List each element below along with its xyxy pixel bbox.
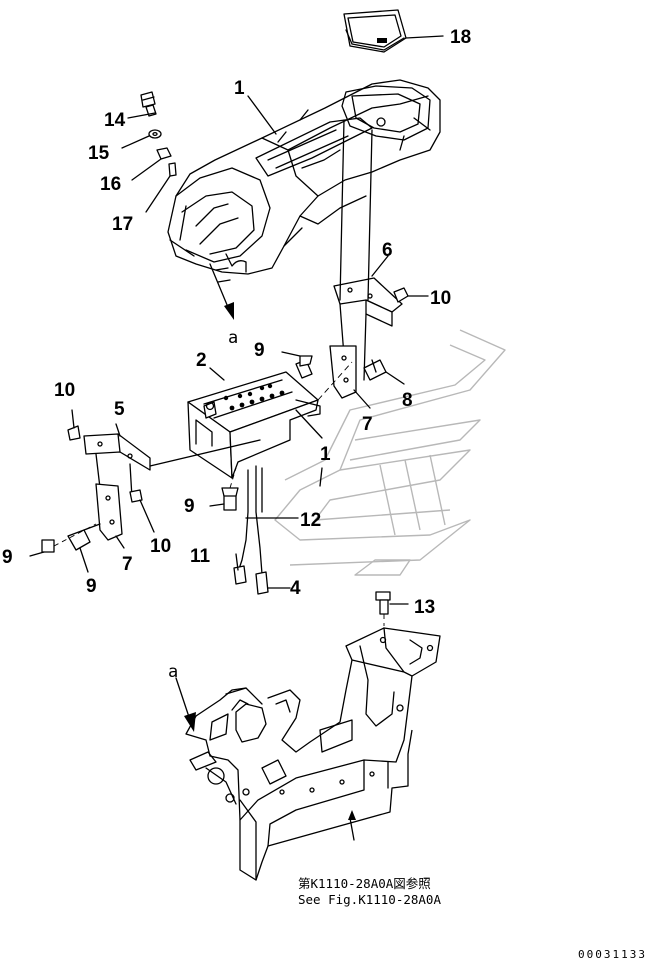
clip-part-10a xyxy=(393,287,429,303)
callout-8: 8 xyxy=(402,390,413,411)
reference-note: 第K1110-28A0A図参照 See Fig.K1110-28A0A xyxy=(298,876,441,907)
callout-17: 17 xyxy=(112,214,133,235)
callout-2: 2 xyxy=(196,350,207,371)
bolt-part-13 xyxy=(375,591,409,626)
callout-9-bottom: 9 xyxy=(86,576,97,597)
callout-labels: 18 1 14 15 16 17 6 10 2 9 8 7 1 10 5 9 1… xyxy=(2,27,471,618)
view-marker-upper: a xyxy=(228,328,238,348)
nut-part-16 xyxy=(131,147,172,181)
leader-part-1 xyxy=(295,409,323,487)
bolt-part-9-lower xyxy=(29,523,101,573)
view-marker-lower: a xyxy=(168,662,178,682)
bracket-part-7-lower xyxy=(95,483,125,549)
tray-part-18 xyxy=(343,9,444,53)
bracket-part-7-upper xyxy=(329,345,371,409)
bracket-part-5 xyxy=(83,423,261,499)
callout-12: 12 xyxy=(300,510,321,531)
callout-13: 13 xyxy=(414,597,435,618)
callout-16: 16 xyxy=(100,174,121,195)
callout-4: 1 xyxy=(234,78,245,99)
callout-15: 15 xyxy=(88,143,110,164)
reference-note-english: See Fig.K1110-28A0A xyxy=(298,892,441,907)
view-markers: a a xyxy=(168,328,238,682)
callout-11: 11 xyxy=(190,546,211,567)
washer-part-15 xyxy=(121,129,162,149)
harness-part-11-12-3 xyxy=(233,465,299,595)
pin-part-17 xyxy=(145,162,177,213)
drawing-number: 00031133 xyxy=(578,948,647,961)
console-cover-part-4 xyxy=(167,79,441,275)
reference-note-japanese: 第K1110-28A0A図参照 xyxy=(298,876,431,891)
callout-5: 5 xyxy=(114,399,125,420)
callout-3: 4 xyxy=(290,578,301,599)
callout-18: 18 xyxy=(450,27,471,48)
watermark-logo xyxy=(274,329,506,576)
callout-6: 6 xyxy=(382,240,393,261)
callout-9-mid: 9 xyxy=(184,496,195,517)
callout-14: 14 xyxy=(104,110,126,131)
bolt-part-9-upper xyxy=(281,351,313,379)
callout-9-upper: 9 xyxy=(254,340,265,361)
bolt-part-14 xyxy=(127,91,157,119)
callout-7-right: 7 xyxy=(362,414,373,435)
callout-1: 1 xyxy=(320,444,331,465)
callout-9-left: 9 xyxy=(2,547,13,568)
callout-10-right: 10 xyxy=(430,288,451,309)
clip-part-10b xyxy=(67,409,81,441)
bolt-part-9-middle xyxy=(209,467,239,511)
switch-panel-part-2 xyxy=(187,361,353,479)
clip-part-10c xyxy=(129,489,155,533)
callout-10-bottom: 10 xyxy=(150,536,171,557)
callout-10-left: 10 xyxy=(54,380,75,401)
callout-7-lower: 7 xyxy=(122,554,133,575)
view-arrow-upper xyxy=(209,263,234,320)
bracket-part-6 xyxy=(333,119,403,381)
bolt-part-8 xyxy=(363,359,405,385)
base-frame xyxy=(175,627,441,881)
